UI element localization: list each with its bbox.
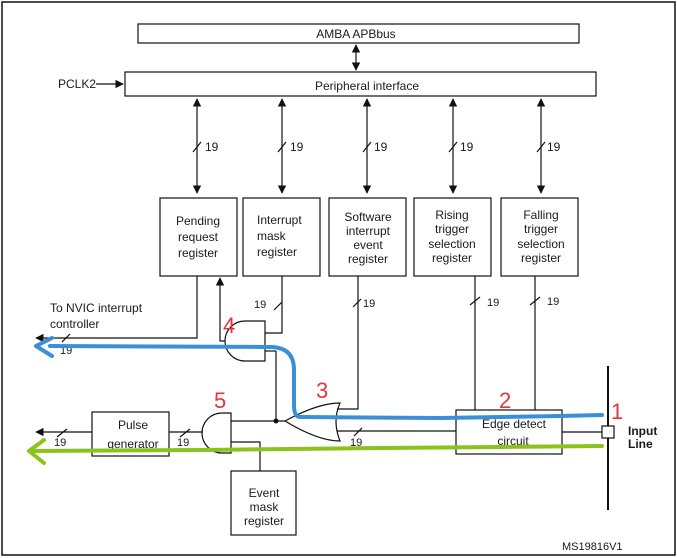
bus-slash [469, 296, 481, 306]
bus-width-label: 19 [487, 297, 499, 309]
annotation-2: 2 [499, 388, 511, 413]
bus-width-label: 19 [374, 140, 388, 154]
svg-text:event: event [353, 238, 383, 252]
svg-text:Pending: Pending [176, 214, 220, 228]
svg-text:request: request [178, 230, 219, 244]
pclk2-label: PCLK2 [58, 77, 96, 91]
svg-text:Rising: Rising [435, 208, 468, 222]
peripheral-interface-box [124, 71, 597, 97]
bus-width-label: 19 [460, 140, 474, 154]
svg-text:register: register [432, 251, 472, 265]
register-falling-trigger: Falling trigger selection register [500, 197, 579, 277]
bus-slash [352, 298, 362, 308]
bus-slash [529, 296, 541, 306]
svg-text:Software: Software [344, 210, 392, 224]
input-pin [601, 425, 615, 439]
bus-width-label: 19 [363, 298, 375, 310]
svg-text:selection: selection [428, 237, 475, 251]
sw-int-to-or3 [337, 276, 359, 410]
register-rising-trigger: Rising trigger selection register [413, 197, 492, 277]
event-path-highlight [28, 444, 604, 453]
bus-width-label: 19 [205, 140, 219, 154]
svg-text:register: register [178, 246, 218, 260]
peripheral-interface-label: Peripheral interface [315, 79, 419, 93]
and-gate-4 [224, 320, 266, 362]
nvic-label-line1: To NVIC interrupt [50, 301, 143, 315]
svg-text:register: register [348, 252, 388, 266]
svg-text:Event: Event [249, 486, 280, 500]
int-mask-to-and4 [265, 276, 283, 334]
svg-text:Edge detect: Edge detect [482, 417, 547, 431]
svg-text:Falling: Falling [523, 208, 558, 222]
svg-text:register: register [244, 514, 284, 528]
bus-width-label: 19 [350, 437, 362, 449]
figure-id: MS19816V1 [562, 541, 623, 553]
bus-width-label: 19 [547, 140, 561, 154]
amba-bus-box [137, 23, 580, 44]
interrupt-arrowhead [34, 336, 54, 358]
annotation-3: 3 [316, 378, 328, 403]
bus-width-label: 19 [177, 437, 189, 449]
bus-slash [56, 428, 68, 438]
bus-slash [362, 141, 372, 153]
svg-text:Pulse: Pulse [118, 418, 148, 432]
svg-text:selection: selection [517, 237, 564, 251]
annotation-1: 1 [611, 399, 623, 424]
bus-width-label: 19 [290, 140, 304, 154]
register-software-interrupt: Software interrupt event register [328, 197, 407, 277]
svg-text:Interrupt: Interrupt [257, 213, 302, 227]
event-mask-register: Event mask register [230, 470, 297, 536]
bus-slash [536, 141, 546, 153]
svg-text:register: register [521, 251, 561, 265]
input-line-label-1: Input [628, 424, 657, 438]
register-interrupt-mask: Interrupt mask register [242, 197, 321, 277]
interrupt-path-highlight [48, 344, 604, 420]
svg-text:generator: generator [107, 437, 158, 451]
svg-text:trigger: trigger [435, 222, 469, 236]
annotation-5: 5 [214, 388, 226, 413]
amba-bus-label: AMBA APBbus [316, 27, 395, 41]
bus-slash [179, 428, 191, 438]
bus-slash [277, 141, 287, 153]
svg-text:register: register [257, 245, 297, 259]
nvic-label-line2: controller [50, 317, 99, 331]
nvic-output-wire [35, 276, 198, 343]
register-buses: 19 19 19 19 19 [192, 98, 561, 194]
svg-text:trigger: trigger [524, 222, 558, 236]
bus-slash [353, 427, 363, 437]
and-gate-5 [201, 412, 232, 454]
event-mask-to-and5 [231, 441, 261, 471]
bus-width-label: 19 [254, 299, 266, 311]
annotation-4: 4 [223, 313, 235, 338]
svg-text:interrupt: interrupt [346, 224, 391, 238]
event-arrowhead [27, 438, 46, 465]
register-pending: Pending request register [159, 197, 238, 277]
bus-slash [273, 301, 283, 311]
svg-text:mask: mask [250, 500, 280, 514]
nvic-slash [61, 333, 71, 343]
bus-width-label: 19 [547, 296, 559, 308]
svg-text:mask: mask [257, 229, 287, 243]
input-line-label-2: Line [628, 437, 653, 451]
or-gate-3 [283, 402, 341, 442]
svg-text:circuit: circuit [497, 434, 529, 448]
bus-slash [192, 141, 202, 153]
bus-width-label: 19 [54, 437, 66, 449]
bus-slash [448, 141, 458, 153]
